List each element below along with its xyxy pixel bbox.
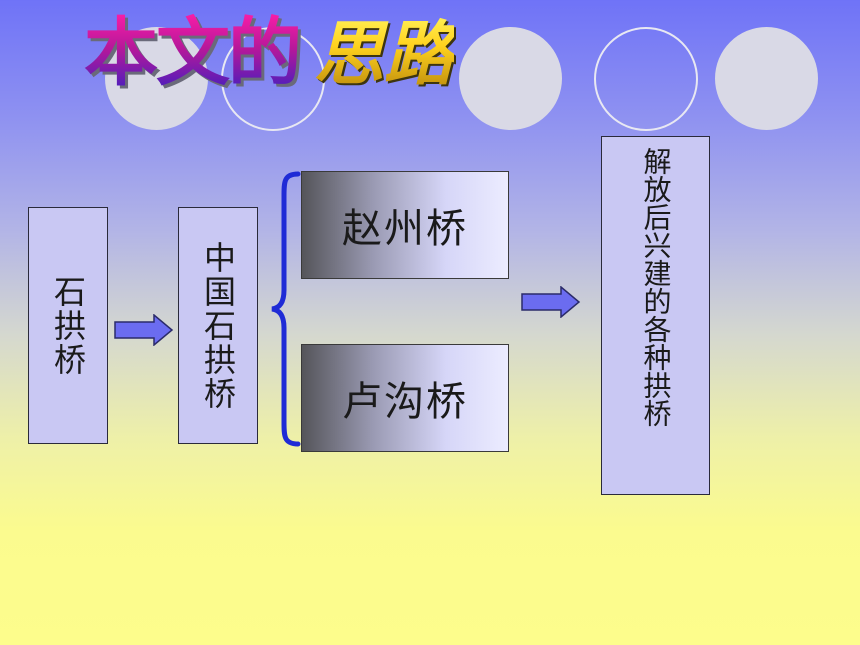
decor-circle-4 <box>594 27 698 131</box>
arrow-right-icon-2 <box>521 286 581 318</box>
brace-icon <box>271 171 301 447</box>
decor-circle-2 <box>221 27 325 131</box>
arrow-right-icon <box>114 314 174 346</box>
box-lugou-label: 卢沟桥 <box>342 379 468 425</box>
title-part1: 本文的 <box>84 10 302 96</box>
box-post-liberation: 解放后兴建的各种拱桥 <box>601 136 710 495</box>
box-lugou: 卢沟桥 <box>301 344 509 452</box>
box-zhaozhou-label: 赵州桥 <box>342 206 468 252</box>
box-china-stone-arch: 中国石拱桥 <box>178 207 258 444</box>
box-post-liberation-label: 解放后兴建的各种拱桥 <box>639 147 673 427</box>
box-china-stone-arch-label: 中国石拱桥 <box>199 240 237 411</box>
box-stone-arch: 石拱桥 <box>28 207 108 444</box>
box-zhaozhou: 赵州桥 <box>301 171 509 279</box>
box-stone-arch-label: 石拱桥 <box>49 274 87 377</box>
title-part2: 思路 <box>314 13 454 95</box>
page-title: 本文的思路 <box>84 16 454 90</box>
decor-circle-5 <box>715 27 818 130</box>
decor-circle-3 <box>459 27 562 130</box>
decor-circle-1 <box>105 27 208 130</box>
